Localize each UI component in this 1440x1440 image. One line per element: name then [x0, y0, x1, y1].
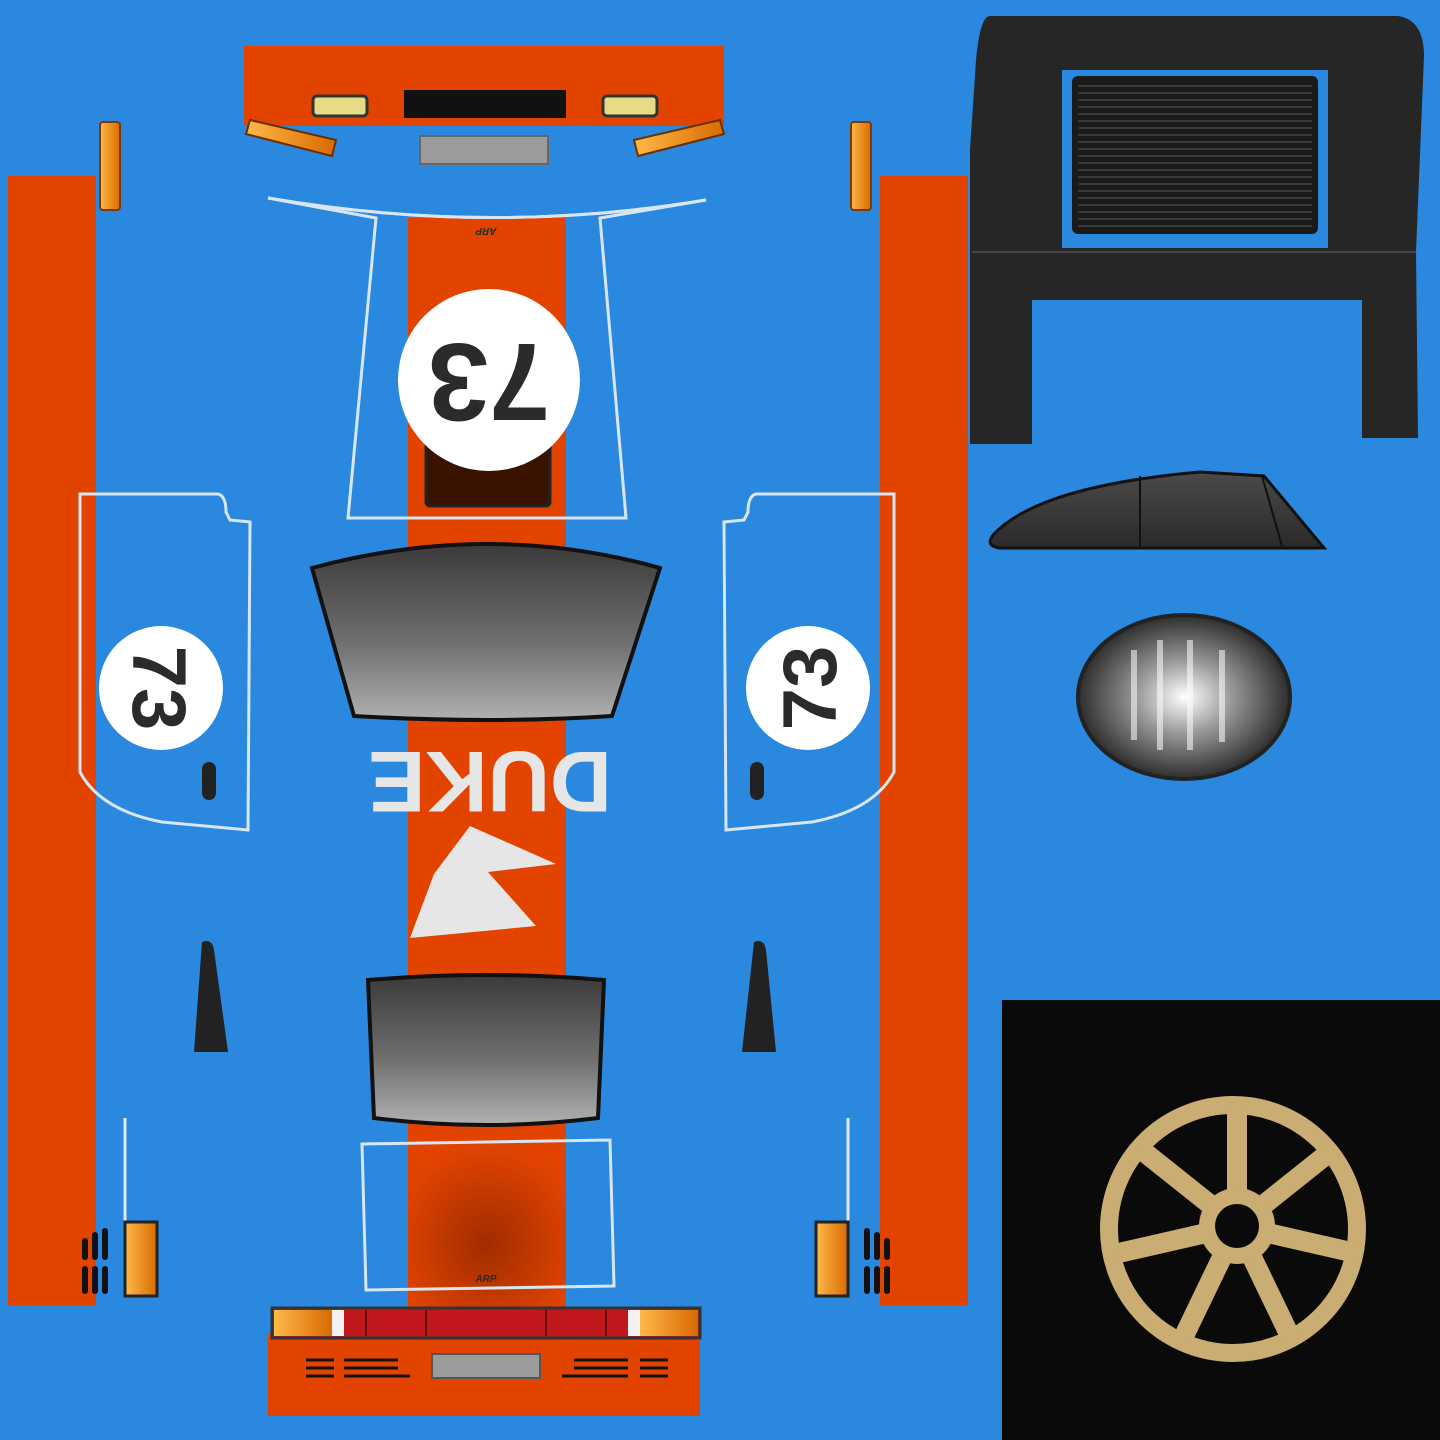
wheel-spoke — [1262, 1224, 1363, 1263]
radiator-fins — [1078, 85, 1312, 227]
front-indicator-left — [244, 118, 338, 158]
sponsor-logo: DUKE — [368, 733, 612, 829]
side-glass — [988, 470, 1328, 550]
side-glass-divider-2 — [1261, 475, 1283, 547]
reverse-light-right — [628, 1310, 640, 1336]
rear-vents-right — [562, 1358, 668, 1378]
door-right-outline — [722, 492, 896, 832]
vent-slots-right — [864, 1228, 890, 1294]
door-right-roundel — [746, 626, 870, 750]
side-stripe-left — [8, 176, 96, 1306]
wheel-center-hole — [1215, 1204, 1259, 1248]
front-indicator-right — [632, 118, 726, 158]
tail-light-amber-right — [640, 1310, 698, 1336]
tail-light-amber-left — [274, 1310, 332, 1336]
wheel-spoke — [1242, 1248, 1299, 1343]
hood-badge: ARP — [475, 225, 497, 236]
pillar-right — [742, 941, 776, 1052]
trunk-badge: ARP — [474, 1274, 496, 1285]
side-marker-left — [99, 121, 121, 211]
door-left-handle — [202, 762, 216, 800]
vent-slots-left — [82, 1228, 108, 1294]
wheel-spoke — [1175, 1248, 1232, 1343]
sponsor-emblem — [410, 826, 556, 938]
hood-roundel — [398, 289, 580, 471]
trunk-outline — [360, 1138, 616, 1292]
door-left-number: 73 — [116, 646, 201, 731]
fog-lamp-left — [311, 94, 369, 118]
rear-side-marker-left — [123, 1220, 159, 1298]
headlamp — [1076, 613, 1292, 781]
windshield — [309, 542, 663, 722]
wheel-spokes — [1111, 1098, 1363, 1343]
hood-number: 73 — [428, 320, 550, 443]
front-plate — [419, 135, 549, 165]
door-left-outline — [78, 492, 252, 832]
front-grille-slot — [404, 90, 566, 118]
rear-window — [365, 973, 607, 1127]
side-marker-right — [850, 121, 872, 211]
rear-vents-left — [306, 1358, 410, 1378]
rear-plate — [431, 1353, 541, 1379]
wheel-spoke — [1255, 1142, 1340, 1214]
tail-light-dividers — [365, 1310, 607, 1336]
wheel-spoke — [1134, 1142, 1219, 1214]
door-left-roundel — [99, 626, 223, 750]
trunk-glow — [408, 1144, 566, 1310]
door-right-number: 73 — [768, 646, 853, 731]
hood-top-line — [267, 196, 707, 219]
frame-part — [970, 16, 1424, 444]
pillar-left — [194, 941, 228, 1052]
rear-side-marker-right — [814, 1220, 850, 1298]
reverse-light-left — [332, 1310, 344, 1336]
headlamp-reflections — [1131, 640, 1225, 750]
door-right-handle — [750, 762, 764, 800]
fog-lamp-right — [601, 94, 659, 118]
wheel-spoke — [1111, 1224, 1212, 1263]
